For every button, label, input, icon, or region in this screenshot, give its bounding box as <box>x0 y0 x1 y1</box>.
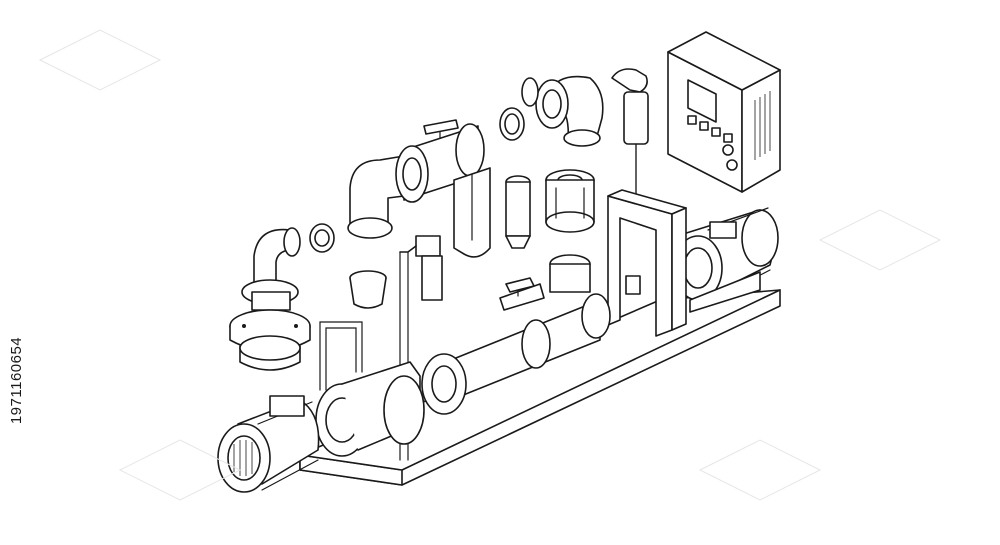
inline-filter <box>505 175 531 249</box>
loose-parts <box>309 223 387 309</box>
image-id-text: 1971160654 <box>8 336 26 424</box>
control-cabinet <box>667 31 781 193</box>
bypass-loop <box>319 321 363 391</box>
valve-handle <box>423 119 459 135</box>
top-pipe-assembly <box>347 119 491 258</box>
discharge-pipe <box>421 254 611 415</box>
flanged-spool <box>545 169 595 233</box>
image-id-vertical: 1971160654 <box>2 300 32 460</box>
left-elbow-assembly <box>229 227 311 371</box>
gate-valve <box>499 283 545 311</box>
gauge-column <box>399 235 443 461</box>
pressure-switch <box>611 68 649 201</box>
elbow-fitting-top <box>521 75 604 147</box>
terminal-box <box>269 395 305 417</box>
lower-motor <box>217 395 320 493</box>
cabinet-display <box>687 79 717 123</box>
lower-pump <box>315 361 425 457</box>
stock-watermark <box>38 29 942 501</box>
upper-motor <box>673 207 779 313</box>
pipe-support-frame <box>607 189 687 337</box>
cabinet-knob <box>722 144 734 156</box>
gasket-ring <box>499 107 525 141</box>
